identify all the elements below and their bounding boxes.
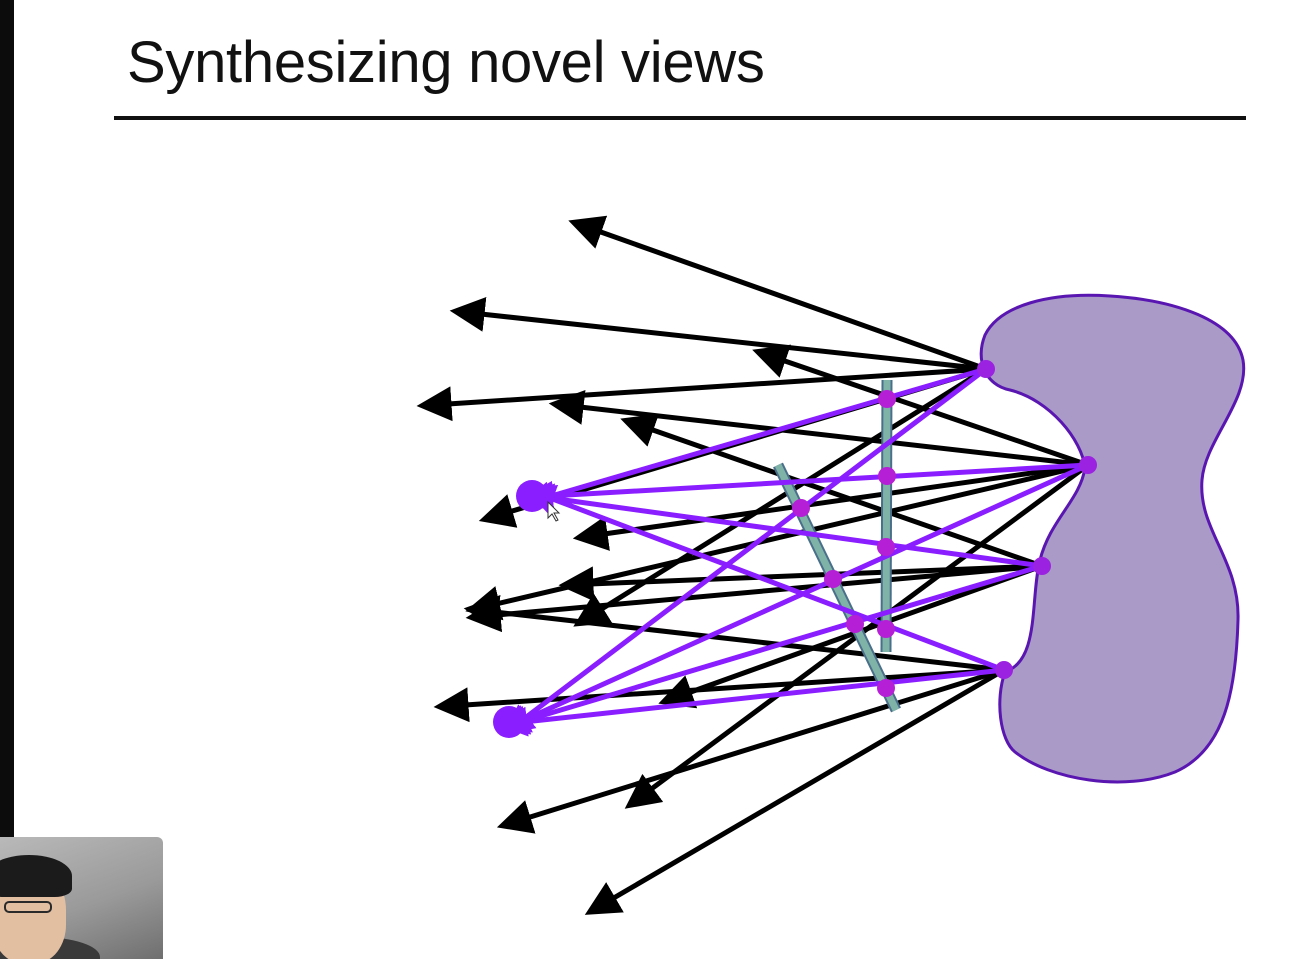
- surface-point: [995, 661, 1013, 679]
- surface-point: [1033, 557, 1051, 575]
- intersection-point: [878, 467, 896, 485]
- black-ray: [416, 366, 987, 422]
- intersection-points: [792, 390, 896, 697]
- intersection-point: [878, 390, 896, 408]
- presenter-hair: [0, 855, 72, 897]
- purple-ray: [523, 462, 1089, 511]
- intersection-point: [792, 499, 810, 517]
- black-ray: [752, 344, 1089, 468]
- purple-ray: [497, 667, 1005, 737]
- mouse-cursor-icon: [547, 500, 561, 522]
- black-ray: [463, 595, 1005, 673]
- screen-edge-bar: [0, 0, 14, 959]
- intersection-point: [877, 679, 895, 697]
- purple-ray: [503, 367, 988, 735]
- surface-point: [1079, 456, 1097, 474]
- far-plane-fill: [882, 379, 891, 653]
- black-ray: [558, 563, 1043, 602]
- black-ray: [465, 462, 1089, 621]
- surface-point: [977, 360, 995, 378]
- purple-ray: [499, 462, 1090, 733]
- black-ray: [433, 667, 1005, 723]
- purple-ray: [522, 366, 987, 511]
- black-ray: [620, 413, 1043, 569]
- presenter-glasses: [4, 901, 52, 913]
- purple-rays: [497, 366, 1090, 737]
- title-underline: [114, 116, 1246, 120]
- black-ray: [465, 563, 1043, 633]
- intersection-point: [877, 620, 895, 638]
- surface-points: [977, 360, 1097, 679]
- camera-centers: [493, 480, 548, 738]
- black-ray: [449, 296, 987, 372]
- black-rays: [416, 215, 1090, 915]
- intersection-point: [877, 538, 895, 556]
- presenter-video-icon: [0, 837, 163, 959]
- purple-ray: [524, 485, 1005, 673]
- black-ray: [496, 667, 1005, 834]
- black-ray: [584, 667, 1006, 915]
- purple-ray: [523, 483, 1043, 569]
- object-surface: [979, 293, 1246, 784]
- intersection-point: [824, 570, 842, 588]
- camera-center: [493, 706, 525, 738]
- black-ray: [548, 390, 1089, 468]
- slide-title: Synthesizing novel views: [127, 30, 765, 95]
- purple-ray: [498, 563, 1043, 735]
- intersection-point: [846, 615, 864, 633]
- black-ray: [658, 563, 1043, 709]
- black-ray: [568, 215, 987, 372]
- camera-center: [516, 480, 548, 512]
